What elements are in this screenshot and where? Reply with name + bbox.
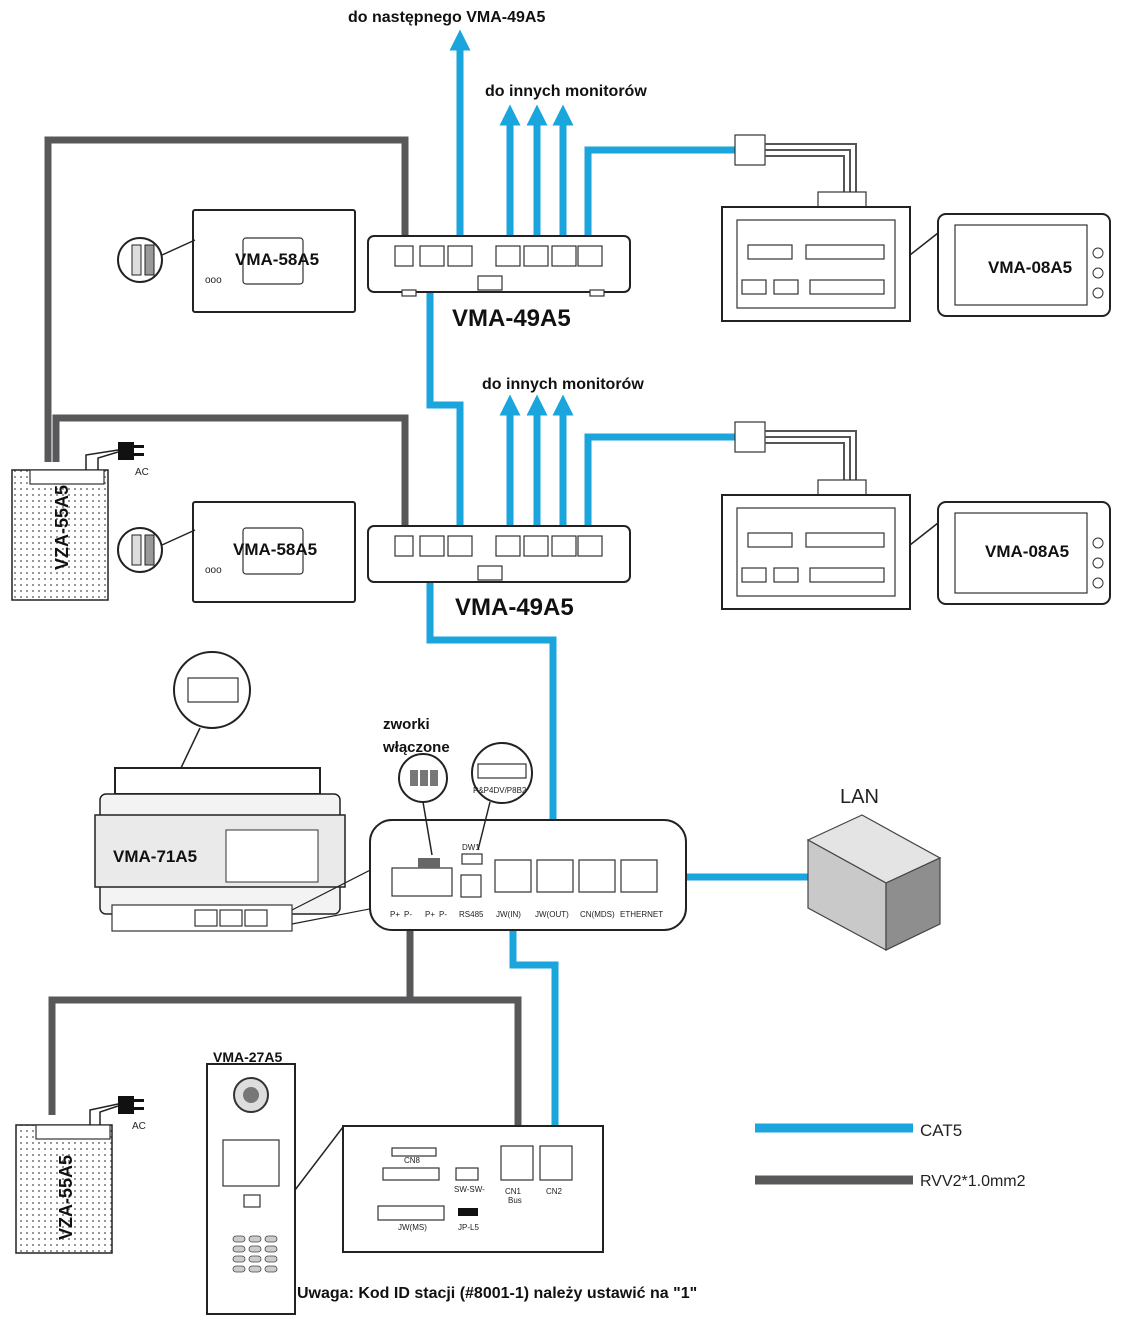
port-ethernet: ETHERNET bbox=[620, 910, 663, 919]
ac-label-1: AC bbox=[135, 467, 149, 478]
outdoor-station: VMA-27A5 CN8 JW(MS) SW-SW- JP-L5 CN1 Bus… bbox=[206, 1049, 604, 1315]
station-label: VMA-27A5 bbox=[213, 1049, 282, 1065]
controller-label: VMA-71A5 bbox=[113, 847, 197, 866]
cat5-to-monitor-2 bbox=[584, 433, 735, 540]
monitor-1: VMA-08A5 bbox=[721, 134, 1111, 322]
panel-2-label: VMA-58A5 bbox=[233, 540, 317, 559]
rvv-cable-top-distributor bbox=[44, 136, 409, 462]
port-p-minus-1: P- bbox=[404, 910, 412, 919]
controller: VMA-71A5 zworki włączone P&P4DV/P8B2 DW1… bbox=[94, 651, 687, 932]
port-rs485: RS485 bbox=[459, 910, 484, 919]
rvv-cable-second-distributor bbox=[52, 414, 409, 535]
dw1-label: DW1 bbox=[462, 843, 480, 852]
distributor-2-label: VMA-49A5 bbox=[455, 594, 574, 621]
distributor-1: VMA-49A5 bbox=[367, 235, 631, 332]
legend-rvv-label: RVV2*1.0mm2 bbox=[920, 1173, 1026, 1190]
dip-label: P&P4DV/P8B2 bbox=[473, 786, 527, 795]
svg-text:ooo: ooo bbox=[205, 275, 222, 286]
monitor-1-label: VMA-08A5 bbox=[988, 258, 1072, 277]
jumpers-label-line1: zworki bbox=[383, 716, 430, 733]
label-other-monitors-2: do innych monitorów bbox=[482, 376, 644, 393]
station-cn8: CN8 bbox=[404, 1156, 421, 1165]
distributor-1-label: VMA-49A5 bbox=[452, 305, 571, 332]
jumpers-label-line2: włączone bbox=[382, 739, 450, 756]
lan-device: LAN bbox=[806, 786, 942, 952]
port-p-plus-1: P+ bbox=[390, 910, 400, 919]
port-p-plus-2: P+ bbox=[425, 910, 435, 919]
psu-1: VZA-55A5 AC bbox=[11, 442, 149, 601]
cat5-to-controller bbox=[426, 555, 557, 868]
station-jw: JW(MS) bbox=[398, 1223, 427, 1232]
rvv-cable-lower-psu bbox=[48, 912, 414, 1115]
panel-1: ooo VMA-58A5 bbox=[117, 209, 356, 313]
port-jwin: JW(IN) bbox=[496, 910, 521, 919]
station-cn1-sub: Bus bbox=[508, 1196, 522, 1205]
station-jp: JP-L5 bbox=[458, 1223, 479, 1232]
port-jwout: JW(OUT) bbox=[535, 910, 569, 919]
legend-cat5-label: CAT5 bbox=[920, 1121, 962, 1140]
monitor-2-label: VMA-08A5 bbox=[985, 542, 1069, 561]
cat5-cables bbox=[426, 29, 808, 1150]
note-text: Uwaga: Kod ID stacji (#8001-1) należy us… bbox=[297, 1285, 697, 1302]
cat5-to-monitor-1 bbox=[584, 146, 735, 250]
ac-label-2: AC bbox=[132, 1121, 146, 1132]
rvv-cable-station bbox=[410, 996, 522, 1140]
rvv-cables bbox=[44, 136, 522, 1140]
port-cnmds: CN(MDS) bbox=[580, 910, 615, 919]
label-other-monitors-1: do innych monitorów bbox=[485, 83, 647, 100]
station-sw: SW-SW- bbox=[454, 1185, 485, 1194]
psu-2: VZA-55A5 AC bbox=[15, 1096, 146, 1254]
lan-label: LAN bbox=[840, 786, 879, 808]
distributor-2: VMA-49A5 bbox=[367, 525, 631, 621]
legend: CAT5 RVV2*1.0mm2 bbox=[755, 1121, 1026, 1190]
station-cn1: CN1 bbox=[505, 1187, 522, 1196]
cat5-distributor-chain bbox=[426, 265, 464, 540]
psu-1-label: VZA-55A5 bbox=[52, 485, 72, 570]
svg-text:ooo: ooo bbox=[205, 565, 222, 576]
psu-2-label: VZA-55A5 bbox=[56, 1155, 76, 1240]
station-cn2: CN2 bbox=[546, 1187, 563, 1196]
label-to-next: do następnego VMA-49A5 bbox=[348, 9, 545, 26]
monitor-2: VMA-08A5 bbox=[721, 421, 1111, 610]
panel-1-label: VMA-58A5 bbox=[235, 250, 319, 269]
panel-2: ooo VMA-58A5 bbox=[117, 501, 356, 603]
port-p-minus-2: P- bbox=[439, 910, 447, 919]
